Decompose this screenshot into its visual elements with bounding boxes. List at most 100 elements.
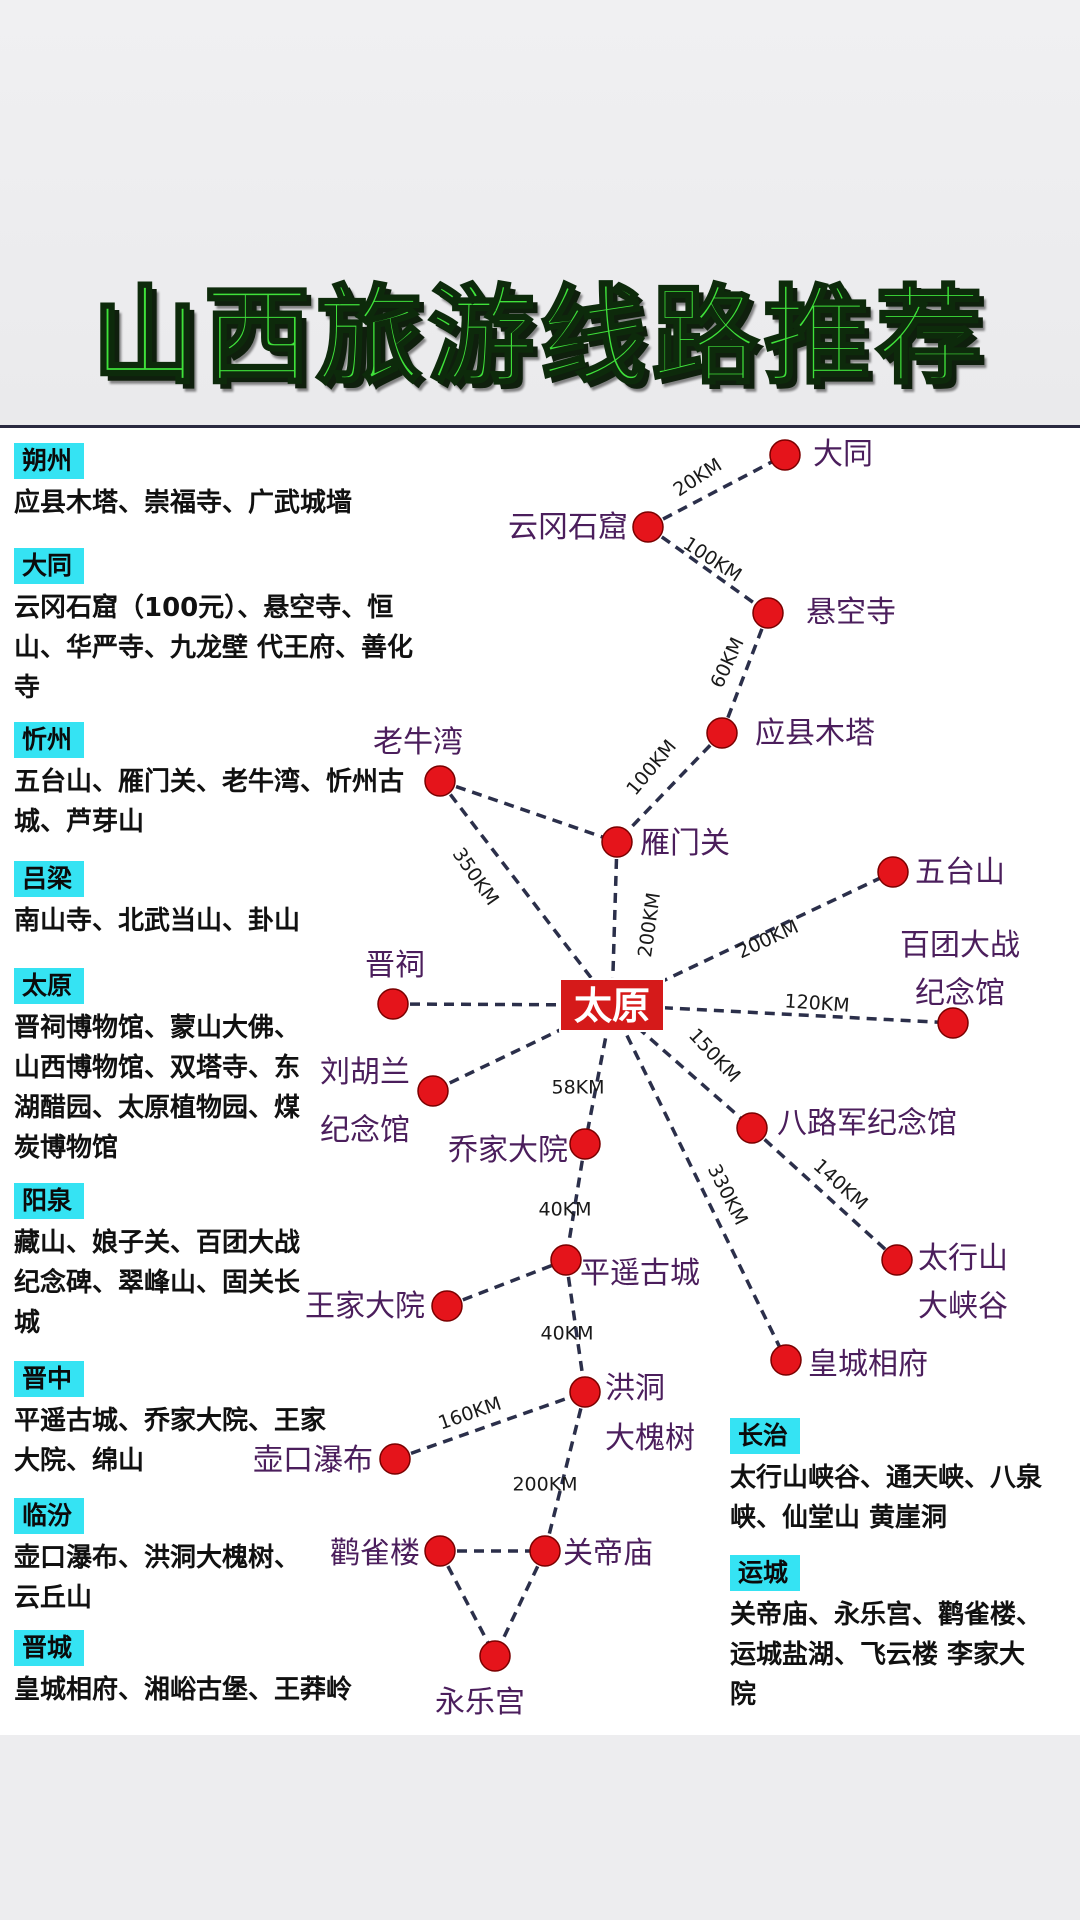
node-marker [550,1244,582,1276]
node-label: 纪念馆 [915,976,1005,1011]
node-label: 百团大战 [900,928,1020,963]
node-label: 永乐宫 [435,1685,525,1720]
hub-taiyuan: 太原 [559,978,665,1032]
node-marker [736,1112,768,1144]
region-attractions: 晋祠博物馆、蒙山大佛、山西博物馆、双塔寺、东湖醋园、太原植物园、煤炭博物馆 [14,1013,301,1163]
node-marker [529,1535,561,1567]
map-node-xuankong: 悬空寺 [752,595,896,630]
distance-label-balujun-taihang: 140KM [809,1155,872,1215]
region-badge: 临汾 [14,1498,85,1534]
map-node-yanmen: 雁门关 [601,826,730,861]
region-attractions: 壶口瀑布、洪洞大槐树、云丘山 [14,1543,301,1613]
region-xinzhou: 忻州 五台山、雁门关、老牛湾、忻州古城、芦芽山 [14,722,414,842]
map-node-yungang: 云冈石窟 [508,510,664,545]
map-node-wutai: 五台山 [877,855,1005,890]
map-node-yingxian: 应县木塔 [706,716,875,751]
map-node-wangjia: 王家大院 [305,1289,463,1324]
node-label: 鹳雀楼 [330,1536,420,1571]
distance-label-yungang-xuankong: 100KM [679,533,746,587]
route-edge-taiyuan-baituan [611,1003,954,1025]
node-marker [417,1075,449,1107]
route-edge-jinci-taiyuan [392,1002,613,1007]
node-marker [569,1376,601,1408]
route-nodes: 大同云冈石窟悬空寺应县木塔老牛湾雁门关五台山百团大战纪念馆晋祠刘胡兰纪念馆乔家大… [253,437,1020,1720]
map-node-hukou: 壶口瀑布 [253,1443,411,1478]
distance-label-yungang-datong: 20KM [669,454,725,501]
distance-label-taiyuan-huangcheng: 330KM [703,1161,752,1229]
map-node-laoniuwan: 老牛湾 [373,725,463,797]
route-edge-pingyao-hongdong [564,1259,587,1393]
map-node-yongle: 永乐宫 [435,1640,525,1720]
node-label: 应县木塔 [755,716,875,751]
region-badge: 晋城 [14,1630,85,1666]
map-node-guandi: 关帝庙 [529,1535,653,1571]
title-divider [0,425,1080,428]
distance-label-taiyuan-wutai: 200KM [734,916,802,963]
region-attractions: 关帝庙、永乐宫、鹳雀楼、运城盐湖、飞云楼 李家大院 [730,1600,1043,1710]
node-label: 八路军纪念馆 [777,1106,957,1141]
node-label: 王家大院 [305,1289,425,1324]
map-node-balujun: 八路军纪念馆 [736,1106,957,1144]
route-edge-hongdong-guandi [543,1391,587,1552]
node-marker [479,1640,511,1672]
route-edge-xuankong-yingxian [720,612,770,734]
route-edge-balujun-taihang [750,1126,899,1262]
region-taiyuan: 太原 晋祠博物馆、蒙山大佛、山西博物馆、双塔寺、东湖醋园、太原植物园、煤炭博物馆 [14,968,304,1168]
region-datong: 大同 云冈石窟（100元）、悬空寺、恒山、华严寺、九龙壁 代王府、善化寺 [14,548,414,708]
route-edge-yungang-datong [647,453,786,529]
node-marker [752,597,784,629]
node-marker [632,511,664,543]
node-marker [377,988,409,1020]
region-yangquan: 阳泉 藏山、娘子关、百团大战纪念碑、翠峰山、固关长城 [14,1183,304,1343]
map-node-datong: 大同 [769,437,873,472]
route-edge-taiyuan-balujun [610,1003,754,1130]
route-edge-taiyuan-huangcheng [610,1004,788,1361]
hub-label: 太原 [574,984,650,1028]
node-marker [424,1535,456,1567]
region-changzhi: 长治 太行山峡谷、通天峡、八泉峡、仙堂山 黄崖洞 [730,1418,1070,1538]
node-label: 大槐树 [605,1421,695,1456]
node-label: 关帝庙 [563,1536,653,1571]
region-badge: 长治 [730,1418,801,1454]
distance-label-qiaojia-pingyao: 40KM [538,1199,591,1221]
region-attractions: 藏山、娘子关、百团大战纪念碑、翠峰山、固关长城 [14,1228,301,1338]
node-marker [769,439,801,471]
node-label: 老牛湾 [373,725,463,760]
header-background [0,0,1080,425]
region-attractions: 太行山峡谷、通天峡、八泉峡、仙堂山 黄崖洞 [730,1463,1043,1533]
map-node-guanque: 鹳雀楼 [330,1535,456,1571]
page-title: 山西旅游线路推荐 [91,274,988,400]
node-label: 乔家大院 [448,1133,568,1168]
distance-label-yanmen-taiyuan: 200KM [634,891,665,959]
region-badge: 阳泉 [14,1183,85,1219]
route-edge-qiaojia-pingyao [564,1143,587,1261]
node-label: 五台山 [915,855,1005,890]
node-label: 平遥古城 [580,1256,700,1291]
region-attractions: 南山寺、北武当山、卦山 [14,906,301,936]
distance-label-hongdong-guandi: 200KM [512,1474,577,1496]
node-marker [877,856,909,888]
region-lvliang: 吕梁 南山寺、北武当山、卦山 [14,861,414,941]
node-marker [379,1443,411,1475]
node-label: 大同 [813,437,873,472]
route-edge-wangjia-pingyao [446,1258,567,1308]
node-label: 云冈石窟 [508,510,628,545]
distance-label-pingyao-hongdong: 40KM [540,1323,593,1345]
map-node-jinci: 晋祠 [365,948,425,1020]
distance-label-taiyuan-baituan: 120KM [784,990,851,1016]
map-node-huangcheng: 皇城相府 [770,1344,928,1382]
region-jinzhong: 晋中 平遥古城、乔家大院、王家大院、绵山 [14,1361,344,1481]
node-marker [937,1007,969,1039]
node-marker [706,717,738,749]
node-label: 太行山 [918,1241,1008,1276]
region-attractions: 皇城相府、湘峪古堡、王莽岭 [14,1675,353,1705]
node-label: 悬空寺 [806,595,896,630]
node-label: 刘胡兰 [320,1055,410,1090]
node-label: 纪念馆 [320,1113,410,1148]
region-jincheng: 晋城 皇城相府、湘峪古堡、王莽岭 [14,1630,414,1710]
node-label: 晋祠 [365,948,425,983]
region-badge: 吕梁 [14,861,85,897]
